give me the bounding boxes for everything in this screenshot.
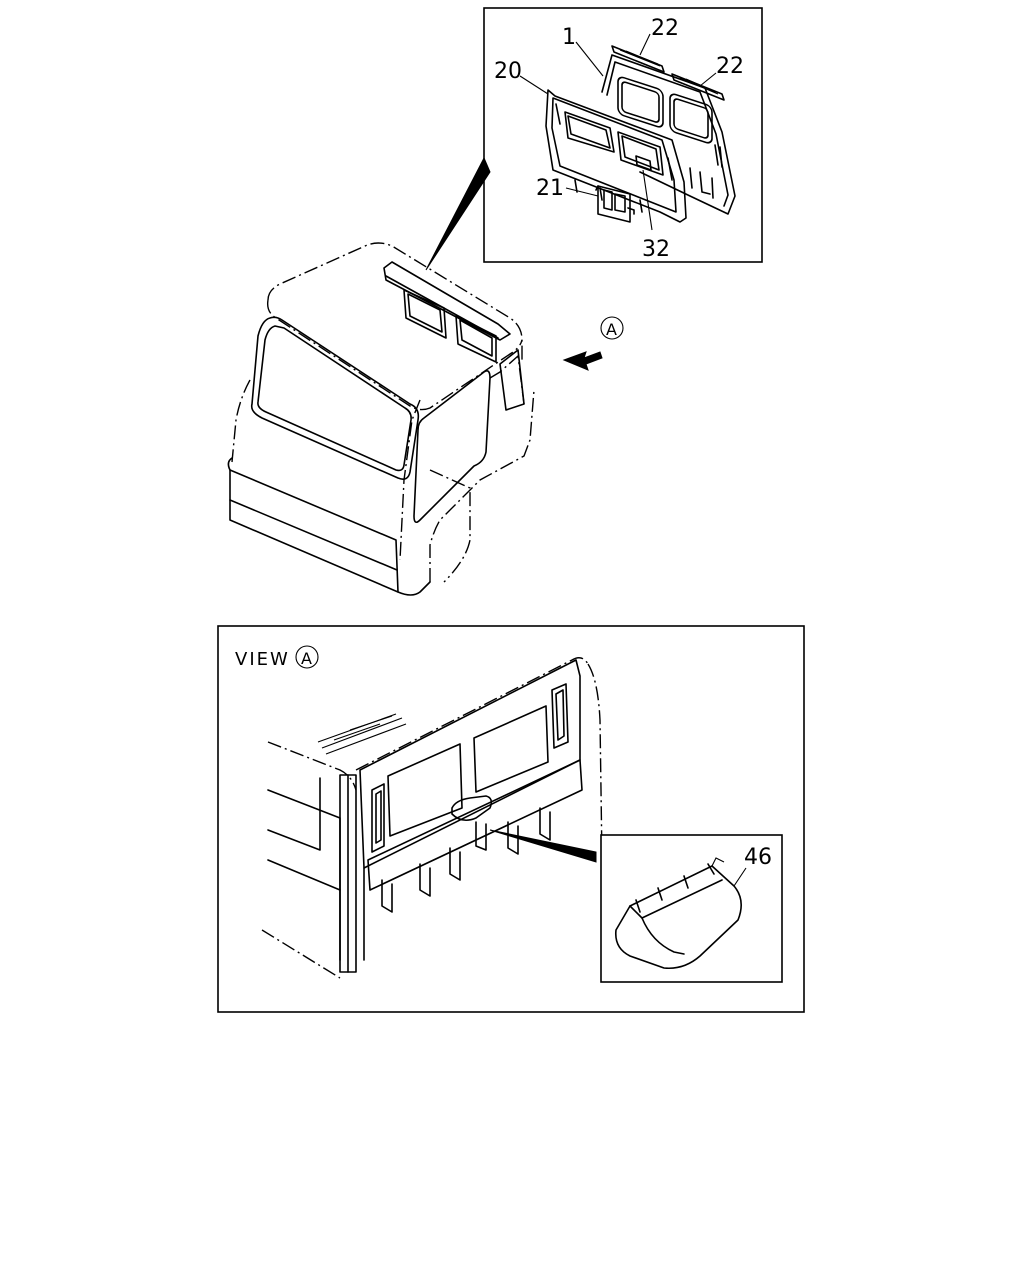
view-a-title-circle [295, 645, 319, 669]
cab-rear-view [261, 657, 603, 979]
top-detail-inset: 1 20 21 22 22 32 [483, 7, 763, 263]
callout-22-a: 22 [651, 16, 679, 41]
view-a-frame: VIEW A [217, 625, 805, 1013]
callout-46: 46 [744, 845, 772, 870]
leader-line-46 [733, 867, 747, 887]
view-a-direction-arrow: A [562, 316, 624, 371]
callout-21: 21 [536, 176, 564, 201]
trim-strips-part-22 [611, 45, 725, 101]
front-panel-part-20 [545, 89, 687, 223]
callout-20: 20 [494, 59, 522, 84]
callout-1: 1 [562, 25, 576, 50]
leader-line-32 [642, 169, 653, 231]
leader-line-20 [519, 75, 549, 95]
part-46-inset: 46 [600, 834, 783, 983]
truck-cab-illustration [227, 242, 535, 596]
view-a-pointer-wedge [489, 829, 597, 863]
inset-pointer-wedge [425, 156, 491, 271]
leader-line-22-a [639, 33, 651, 56]
view-a-circle-marker [600, 316, 624, 340]
view-a-title: VIEW [235, 649, 290, 670]
view-a-title-letter: A [301, 649, 312, 668]
rear-panel-part-1 [601, 54, 736, 215]
leader-line-1 [575, 41, 604, 77]
view-a-marker-letter: A [606, 320, 617, 339]
top-inset-frame [483, 7, 763, 263]
bracket-part-21 [595, 185, 635, 223]
part-46-frame [600, 834, 783, 983]
leader-line-22-b [699, 72, 717, 87]
leader-line-21 [565, 187, 599, 197]
callout-32: 32 [642, 237, 670, 262]
callout-22-b: 22 [716, 54, 744, 79]
